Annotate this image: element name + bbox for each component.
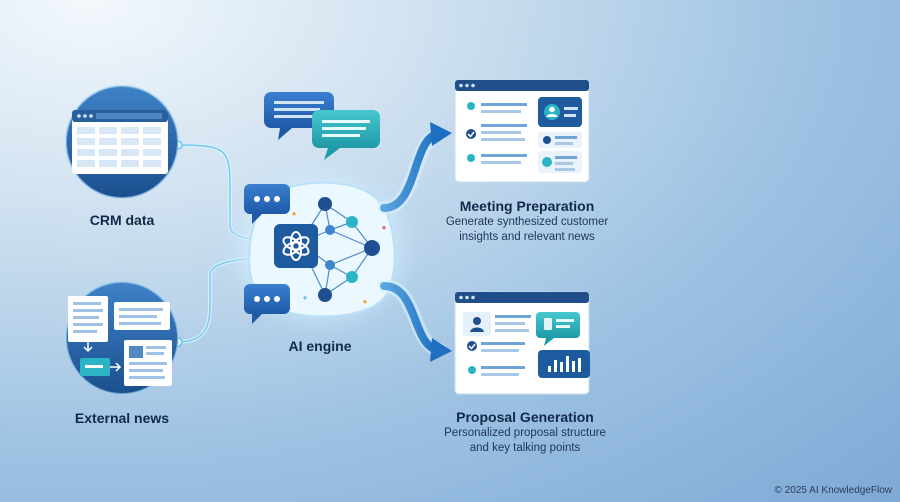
spreadsheet-icon: [72, 110, 168, 174]
proposal-generation-desc-line2: and key talking points: [469, 442, 581, 454]
chat-bubble-top-icon: [244, 184, 290, 224]
crm-data-label: CRM data: [89, 212, 155, 228]
proposal-generation-desc-line1: Personalized proposal structure: [444, 427, 606, 439]
ai-engine-label: AI engine: [288, 338, 352, 354]
news-documents-icon: [68, 296, 172, 386]
message-bubble-teal-icon: [312, 110, 380, 160]
meeting-preparation-desc-line2: insights and relevant news: [459, 231, 595, 243]
external-news-node: [65, 281, 179, 395]
crm-data-node: [65, 85, 179, 199]
meeting-preparation-desc-line1: Generate synthesized customer: [445, 216, 609, 228]
proposal-generation-window: [454, 291, 590, 395]
output-arrows: [377, 122, 452, 362]
meeting-preparation-title: Meeting Preparation: [459, 198, 595, 214]
chat-bubble-bottom-icon: [244, 284, 290, 324]
network-nodes: [318, 197, 380, 302]
proposal-generation-title: Proposal Generation: [456, 409, 594, 425]
copyright-text: © 2025 AI KnowledgeFlow: [774, 485, 892, 496]
meeting-preparation-window: [454, 79, 590, 183]
ai-logo-icon: [274, 224, 318, 268]
sparkle-icons: [291, 211, 387, 304]
external-news-label: External news: [74, 410, 170, 426]
